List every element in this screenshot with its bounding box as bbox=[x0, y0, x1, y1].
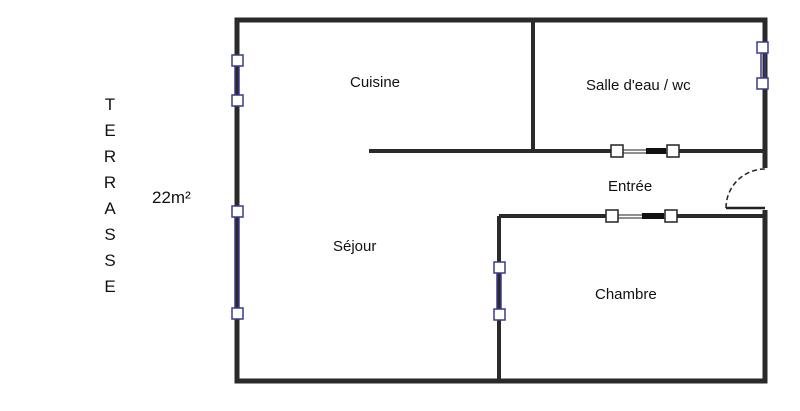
terrasse-letter: S bbox=[104, 251, 116, 270]
room-label-salle-eau: Salle d'eau / wc bbox=[586, 77, 691, 94]
window-right-salle bbox=[756, 41, 769, 90]
terrasse-letter: T bbox=[104, 95, 116, 114]
terrasse-letter: S bbox=[104, 225, 116, 244]
window-chambre bbox=[493, 261, 506, 321]
terrasse-letter: E bbox=[104, 277, 116, 296]
room-label-chambre: Chambre bbox=[595, 286, 657, 303]
room-label-sejour: Séjour bbox=[333, 238, 377, 255]
door-chambre bbox=[605, 209, 678, 223]
terrasse-letter: E bbox=[104, 121, 116, 140]
room-label-cuisine: Cuisine bbox=[350, 74, 401, 91]
terrasse-letter: R bbox=[103, 147, 117, 166]
window-left-bottom bbox=[231, 205, 244, 320]
terrasse-area: 22m² bbox=[152, 188, 191, 207]
room-label-entree: Entrée bbox=[608, 178, 653, 195]
window-left-top bbox=[231, 54, 244, 107]
entrance-door-swing bbox=[725, 168, 766, 209]
terrasse-letter: R bbox=[103, 173, 117, 192]
door-salle-eau bbox=[610, 144, 680, 158]
entrance-opening bbox=[761, 168, 769, 210]
terrasse-label: T E R R A S S E bbox=[100, 92, 120, 300]
terrasse-letter: A bbox=[104, 199, 116, 218]
